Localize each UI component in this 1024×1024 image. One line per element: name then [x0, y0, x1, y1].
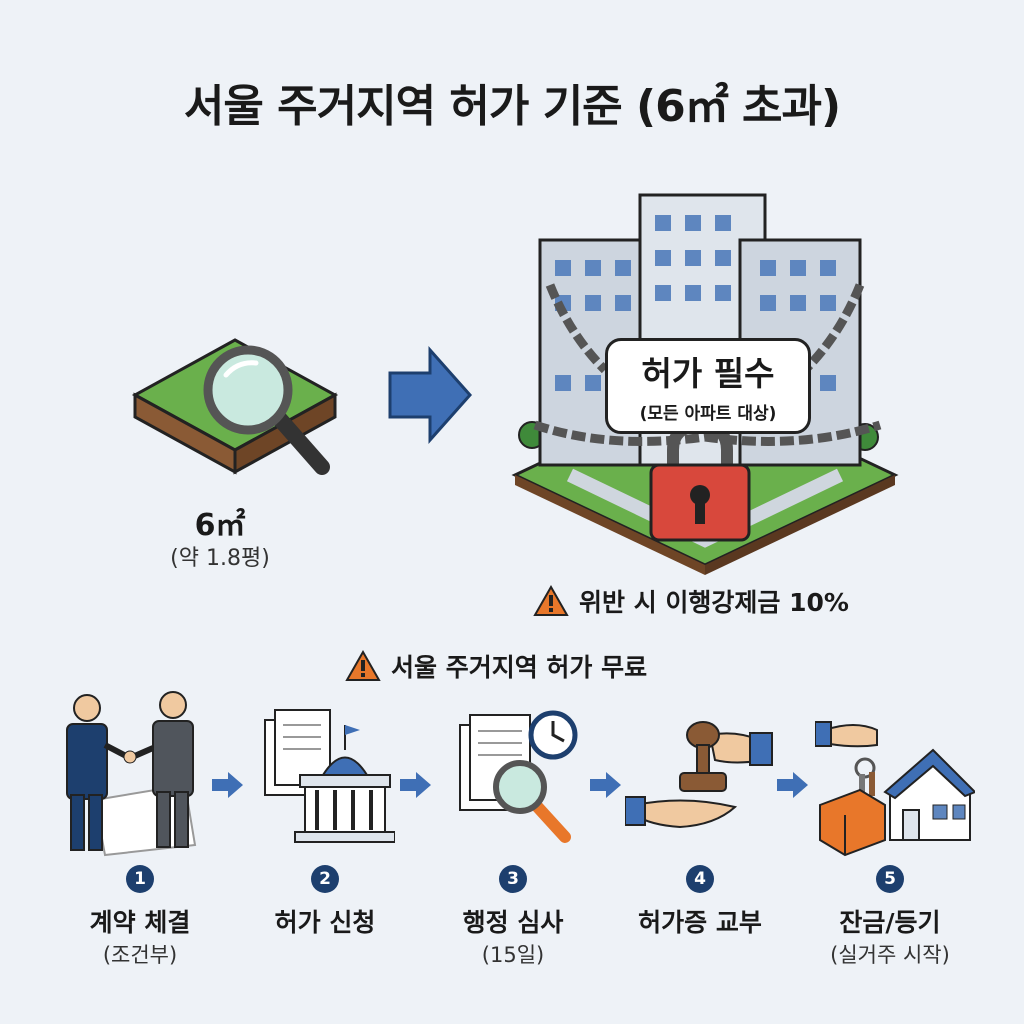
padlock-icon	[649, 420, 751, 542]
government-building-icon	[264, 709, 395, 843]
keys-and-house-icon	[815, 721, 975, 857]
step-title: 계약 체결	[89, 908, 191, 937]
stamp-hand-icon	[625, 721, 773, 829]
step-permit-issue: 4 허가증 교부	[615, 865, 785, 939]
step-number: 2	[311, 865, 339, 893]
handshake-icon	[66, 691, 197, 857]
sign-main-text: 허가 필수	[641, 354, 775, 393]
step-settlement: 5 잔금/등기 (실거주 시작)	[805, 865, 975, 969]
right-arrow-icon	[388, 346, 473, 444]
step-title: 허가 신청	[274, 908, 376, 937]
step-title: 허가증 교부	[638, 908, 762, 937]
step-arrow-icon	[590, 772, 621, 798]
step-review: 3 행정 심사 (15일)	[428, 865, 598, 969]
step-note: (실거주 시작)	[830, 943, 950, 967]
penalty-warning-text: 위반 시 이행강제금 10%	[579, 588, 849, 617]
sign-sub-text: (모든 아파트 대상)	[639, 404, 777, 424]
area-note: (약 1.8평)	[170, 546, 270, 571]
document-review-icon	[459, 710, 578, 843]
step-note: (15일)	[481, 943, 545, 967]
step-note: (조건부)	[102, 943, 178, 967]
warning-icon	[345, 650, 381, 681]
warning-icon	[533, 585, 569, 616]
step-title: 행정 심사	[462, 908, 564, 937]
page-title: 서울 주거지역 허가 기준 (6㎡ 초과)	[183, 81, 841, 132]
process-warning-text: 서울 주거지역 허가 무료	[391, 653, 648, 682]
magnifier-on-land-icon	[131, 338, 339, 475]
step-number: 3	[499, 865, 527, 893]
step-number: 4	[686, 865, 714, 893]
step-arrow-icon	[212, 772, 243, 798]
step-application: 2 허가 신청	[240, 865, 410, 939]
step-number: 5	[876, 865, 904, 893]
step-title: 잔금/등기	[839, 908, 941, 937]
step-number: 1	[126, 865, 154, 893]
penalty-warning: 위반 시 이행강제금 10%	[533, 583, 849, 619]
area-value: 6㎡	[194, 508, 246, 543]
process-warning: 서울 주거지역 허가 무료	[345, 648, 647, 684]
step-contract: 1 계약 체결 (조건부)	[55, 865, 225, 969]
step-arrow-icon	[777, 772, 808, 798]
step-arrow-icon	[400, 772, 431, 798]
permit-required-sign: 허가 필수 (모든 아파트 대상)	[605, 338, 811, 434]
